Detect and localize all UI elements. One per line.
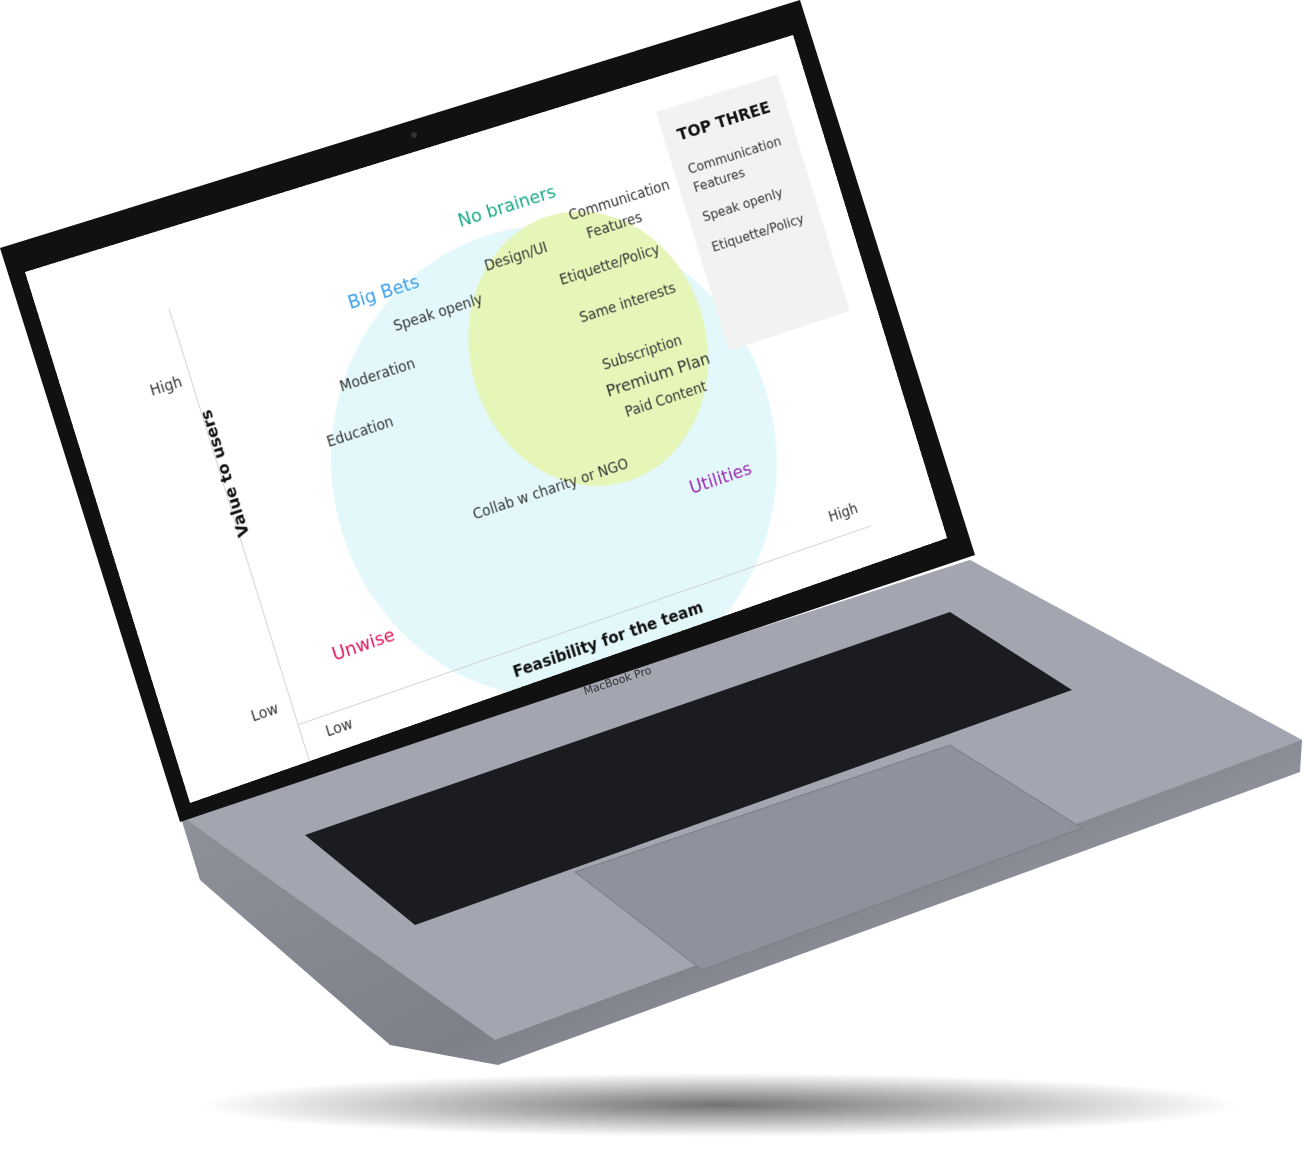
y-axis-low: Low [249,700,281,726]
camera-icon [411,132,417,138]
y-axis-line [169,309,313,770]
shadow [200,1073,1240,1137]
top-three-title: TOP THREE [675,96,776,145]
y-axis-title: Value to users [197,407,254,539]
region-unwise: Unwise [330,624,398,667]
y-axis-high: High [148,374,184,401]
x-axis-low: Low [324,715,355,741]
x-axis-high: High [827,500,860,526]
